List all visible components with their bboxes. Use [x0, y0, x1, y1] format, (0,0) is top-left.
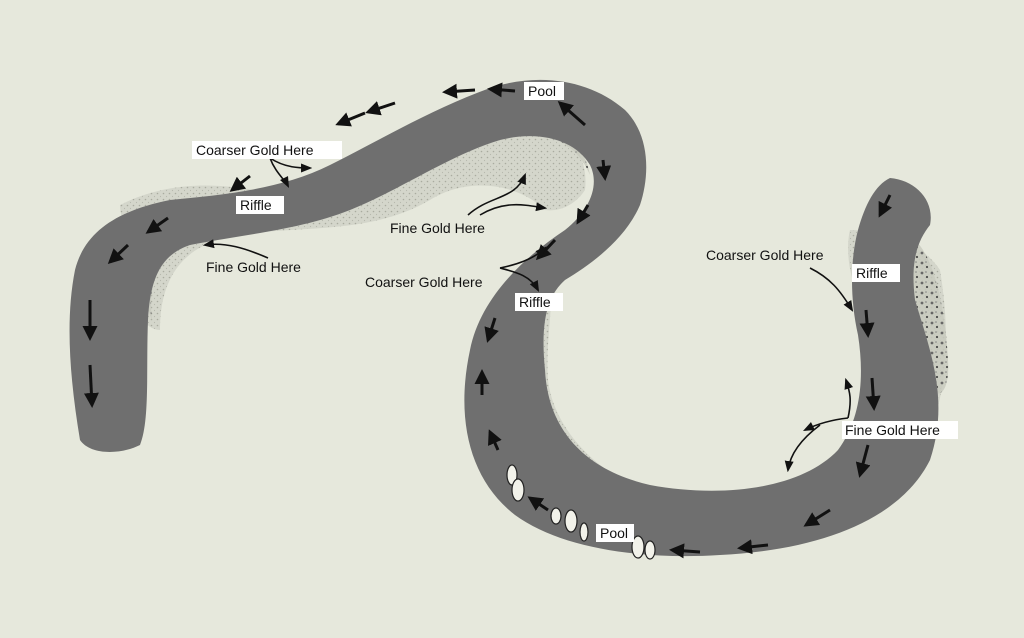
flow-arrow — [878, 194, 893, 218]
callout-arrow — [499, 267, 540, 292]
pool-top-label: Pool — [528, 83, 556, 99]
fine-gold-left-label: Fine Gold Here — [206, 259, 301, 275]
label-box — [596, 524, 634, 542]
callout-arrows — [202, 157, 854, 473]
flow-arrow — [335, 111, 366, 127]
callout-arrow — [269, 157, 290, 189]
flow-arrow — [484, 317, 499, 343]
label-box — [236, 196, 284, 214]
flow-arrow — [442, 83, 476, 99]
callout-arrow — [202, 239, 269, 259]
flow-arrow — [596, 159, 612, 181]
flow-arrow — [859, 309, 875, 338]
riffle-right-label: Riffle — [856, 265, 888, 281]
fine-gold-middle-label: Fine Gold Here — [390, 220, 485, 236]
label-box — [852, 264, 900, 282]
flow-arrows — [82, 82, 893, 559]
callout-arrow — [269, 157, 313, 173]
label-box — [192, 141, 342, 159]
flow-arrow — [107, 243, 130, 265]
callout-arrow — [844, 377, 854, 419]
riffle-middle-label: Riffle — [519, 294, 551, 310]
flow-arrow — [527, 496, 549, 512]
pool-bottom-label: Pool — [600, 525, 628, 541]
callout-arrow — [479, 202, 548, 216]
river-channel — [69, 79, 939, 557]
callout-arrow — [784, 424, 821, 473]
flow-arrow — [737, 539, 769, 555]
label-box — [842, 421, 958, 439]
right-bank-gravel — [905, 235, 949, 394]
callout-arrow — [809, 267, 854, 312]
flow-arrow — [145, 216, 169, 234]
fine-gold-right-label: Fine Gold Here — [845, 422, 940, 438]
flow-arrow — [488, 429, 502, 451]
flow-arrow — [576, 204, 591, 225]
flow-arrow — [365, 101, 396, 116]
coarser-gold-middle-label: Coarser Gold Here — [365, 274, 483, 290]
flow-arrow — [855, 444, 871, 478]
flow-arrow — [83, 364, 99, 408]
label-box — [515, 293, 563, 311]
callout-arrow — [499, 246, 547, 269]
labels: Pool Coarser Gold Here Riffle Fine Gold … — [192, 82, 958, 542]
flow-arrow — [865, 377, 881, 411]
flow-arrow — [229, 174, 251, 192]
coarser-gold-left-label: Coarser Gold Here — [196, 142, 314, 158]
label-box — [524, 82, 564, 100]
pool-boulders — [506, 464, 656, 560]
riffle-left-label: Riffle — [240, 197, 272, 213]
flow-arrow — [487, 82, 516, 98]
left-point-bar — [120, 118, 586, 330]
flow-arrow — [557, 101, 586, 127]
coarser-gold-right-label: Coarser Gold Here — [706, 247, 824, 263]
callout-arrow — [802, 417, 849, 432]
callout-arrow — [467, 172, 526, 216]
flow-arrow — [803, 508, 831, 527]
flow-arrow — [669, 543, 701, 559]
